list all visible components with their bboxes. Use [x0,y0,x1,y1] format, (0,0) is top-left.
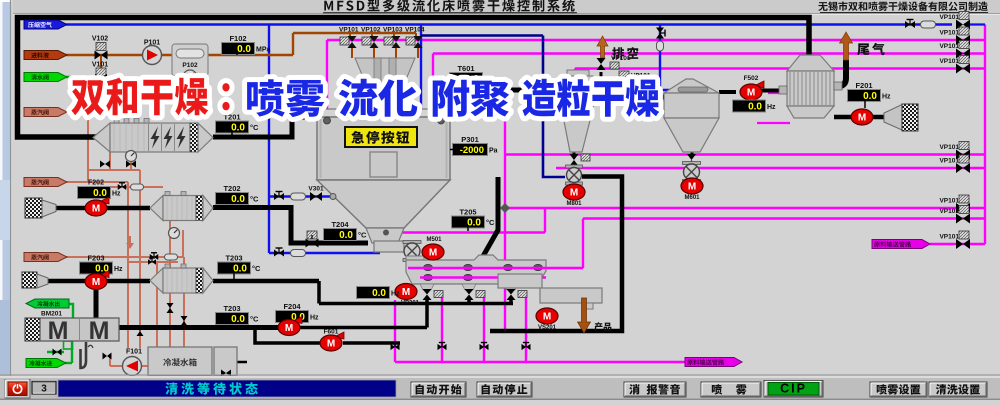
svg-text:Pa: Pa [489,148,498,155]
svg-text:MPa: MPa [256,47,271,54]
svg-text:T205: T205 [459,208,476,217]
svg-text:F204: F204 [283,302,301,311]
svg-text:Hz: Hz [114,266,123,273]
svg-text:VP101: VP101 [939,58,959,65]
svg-text:0.0: 0.0 [372,288,386,299]
svg-text:0.0: 0.0 [291,312,305,323]
svg-text:M: M [543,312,551,323]
svg-text:0.0: 0.0 [231,314,245,325]
svg-text:VS201: VS201 [538,325,557,331]
svg-text:Hz: Hz [310,315,319,322]
svg-text:°C: °C [250,123,259,132]
svg-text:VP101: VP101 [939,30,959,37]
svg-text:M: M [285,323,293,334]
svg-text:VP103: VP103 [383,27,403,34]
svg-text:T204: T204 [331,220,349,229]
svg-text:F502: F502 [744,75,759,82]
svg-text:0.0: 0.0 [339,230,353,241]
svg-text:V101: V101 [92,62,108,69]
svg-text:0.0: 0.0 [237,44,251,55]
svg-text:M: M [429,248,437,259]
svg-text:°C: °C [252,264,261,273]
svg-text:VP101: VP101 [939,158,959,165]
svg-text:VP102: VP102 [361,27,381,34]
svg-text:V102: V102 [92,36,108,43]
svg-text:0.0: 0.0 [863,91,877,102]
svg-text:P301: P301 [461,135,479,144]
svg-text:VP101: VP101 [339,27,359,34]
svg-text:BM201: BM201 [41,311,62,318]
svg-text:F201: F201 [855,81,872,90]
svg-text:VP101: VP101 [611,55,631,62]
svg-text:CIP: CIP [780,382,807,396]
svg-text:T201: T201 [223,113,240,122]
svg-text:0.0: 0.0 [231,122,245,133]
svg-text:0.0: 0.0 [748,101,762,112]
svg-text:F203: F203 [87,254,104,263]
svg-text:M: M [327,339,335,350]
svg-text:°C: °C [250,315,259,324]
svg-text:0.0: 0.0 [95,263,109,274]
svg-text:M: M [92,277,100,288]
svg-text:M601: M601 [684,195,700,201]
svg-text:Hz: Hz [391,291,400,298]
svg-text:M: M [688,182,696,193]
svg-text:VP101: VP101 [939,14,959,21]
svg-text:T202: T202 [223,184,240,193]
svg-text:VP101: VP101 [939,234,959,241]
svg-text:°C: °C [358,231,367,240]
svg-text:VP101: VP101 [939,198,959,205]
svg-text:M501: M501 [426,237,442,243]
svg-text:M: M [92,204,100,215]
svg-text:0.0: 0.0 [233,263,247,274]
svg-text:M: M [570,188,578,199]
svg-text:T203: T203 [223,304,240,313]
svg-text:P102: P102 [182,62,198,69]
svg-text:T203: T203 [225,254,242,263]
svg-text:3: 3 [41,384,47,395]
svg-text:M: M [747,88,755,99]
svg-text:M: M [402,287,410,298]
svg-text:VP104: VP104 [405,27,425,34]
svg-text:M: M [89,317,110,345]
svg-text:0.0: 0.0 [231,194,245,205]
svg-text:-2000: -2000 [460,145,484,156]
svg-text:M: M [48,317,69,345]
svg-text:T601: T601 [457,64,474,73]
svg-text:P101: P101 [144,40,160,47]
svg-text:F601: F601 [324,329,339,336]
svg-text:VP201: VP201 [401,301,420,307]
svg-text:F101: F101 [126,349,142,356]
svg-text:°C: °C [250,195,259,204]
svg-text:0.0: 0.0 [467,217,481,228]
svg-text:F202: F202 [88,180,104,187]
svg-text:VP101: VP101 [939,144,959,151]
svg-text:F102: F102 [229,34,246,43]
svg-text:V301: V301 [308,186,324,193]
svg-text:Hz: Hz [767,104,776,111]
svg-text:Hz: Hz [882,94,891,101]
svg-text:M801: M801 [566,201,582,207]
svg-text:VP101: VP101 [939,43,959,50]
svg-text:VP101: VP101 [939,208,959,215]
svg-text:Hz: Hz [112,191,121,198]
svg-text:M: M [858,113,866,124]
svg-text:0.0: 0.0 [93,188,107,199]
svg-text:°C: °C [486,218,495,227]
